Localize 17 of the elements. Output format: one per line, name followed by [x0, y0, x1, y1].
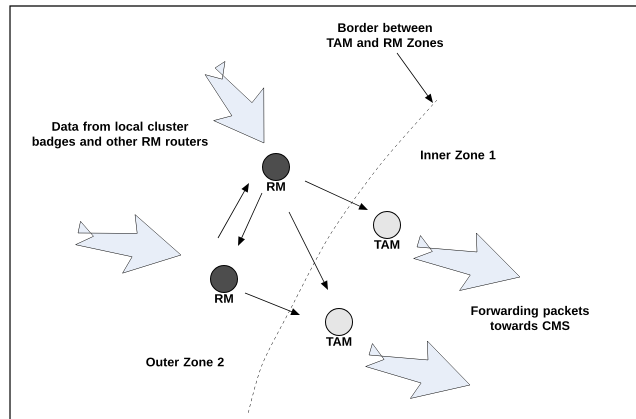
node-label: TAM [374, 240, 400, 249]
annotation-text: Border between TAM and RM Zones [326, 22, 444, 48]
zone-label: Data from local cluster badges and other RM routers [32, 122, 208, 148]
node-label: RM [267, 182, 285, 191]
router-node: TAM [325, 308, 353, 346]
block-arrow [413, 232, 520, 291]
zone-label: Inner Zone 1 [420, 150, 496, 160]
node-label: TAM [326, 337, 352, 346]
router-node: RM [210, 265, 238, 303]
zone-label: Forwarding packets towards CMS [471, 306, 589, 330]
zone-label: Outer Zone 2 [146, 358, 224, 366]
router-node: RM [262, 153, 290, 191]
node-label: RM [215, 294, 233, 303]
router-node: TAM [373, 211, 401, 249]
block-arrow [204, 61, 264, 144]
block-arrow [365, 340, 470, 399]
block-arrow [75, 214, 182, 274]
